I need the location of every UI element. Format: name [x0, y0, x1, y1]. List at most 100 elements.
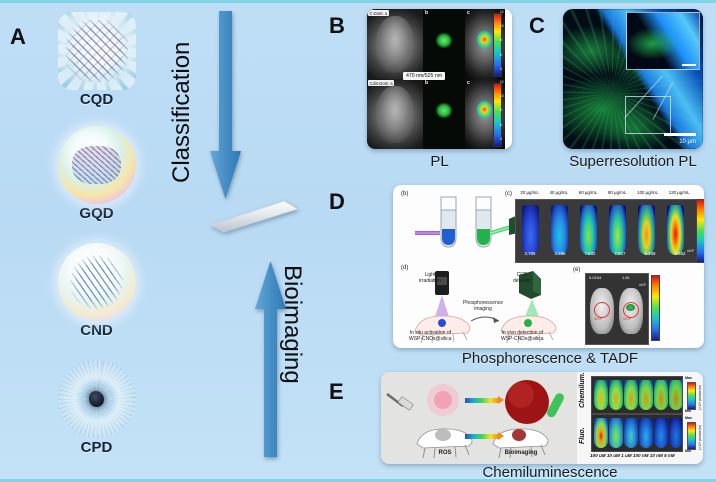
- panel-e-concentration-row: 100 uM 10 uM 1 uM 100 nM 10 nM 5 nM: [590, 453, 675, 458]
- concentration-label: 10 nM: [649, 453, 663, 458]
- panel-d-tube-heatmap: x10⁵: [515, 199, 697, 263]
- concentration-label: 100 nM: [632, 453, 649, 458]
- panel-e-letter: E: [329, 379, 344, 404]
- cqd-illustration: [57, 12, 136, 90]
- panel-d-concentration-row: 20 μg/mL 40 μg/mL 60 μg/mL 80 μg/mL 100 …: [515, 190, 695, 195]
- tube-heat: [667, 205, 684, 255]
- panel-b-pl-imaging: C-Dots: a b c 12 10 8 6 4 Cdis-Dots: a: [367, 9, 512, 149]
- cdots-tag: C-Dots: a: [368, 10, 389, 16]
- colorbar-min-bottom: Min: [685, 449, 692, 453]
- tube-fluo: [624, 418, 638, 448]
- tube-chemilum: [654, 380, 668, 410]
- tube-heat: [522, 205, 539, 255]
- tick: 10: [500, 24, 504, 29]
- in-vivo-scheme-illustration: [414, 271, 557, 344]
- tube-value: 9.259: [644, 251, 656, 256]
- tube-chemilum: [639, 380, 653, 410]
- ros-label: ROS: [438, 450, 452, 456]
- panel-d-letter: D: [329, 189, 345, 214]
- tube-chemilum: [624, 380, 638, 410]
- panel-e-colorbar-chemilum: [687, 382, 696, 410]
- vial-scheme-illustration: [415, 196, 518, 248]
- concentration-label: 40 μg/mL: [549, 190, 568, 195]
- bioimaging-scene-label: Bioimaging: [504, 450, 538, 456]
- in-vivo-line2: WSP-CNDs@silica: [501, 335, 544, 342]
- mouse-fluorescence-image: b: [423, 9, 465, 79]
- cdisdots-tag: Cdis-Dots: a: [368, 80, 395, 86]
- panel-d-colorbar-tubes: [696, 199, 704, 263]
- particle-label-cnd: CND: [80, 322, 113, 339]
- tube-value: 3.706: [524, 251, 536, 256]
- panel-d-colorbar-left-pair: [651, 275, 660, 341]
- tube-heat: [638, 205, 655, 255]
- tube-exponent: x10⁵: [687, 249, 694, 254]
- mouse-value-left-2: 1.81: [622, 275, 630, 280]
- roi-circle-right: [623, 302, 639, 318]
- panel-d-caption: Phosphorescence & TADF: [461, 350, 639, 367]
- in-vivo-line1: In vivo detection of: [501, 330, 544, 336]
- chemilum-row-label: Chemilum.: [579, 372, 586, 408]
- zoom-inset-image: [626, 12, 700, 70]
- light-irradiation-label: Light irradiation: [419, 272, 441, 285]
- panel-d-tube-values: 3.706 4.766 7.932 7.827 9.259 9.852: [515, 251, 695, 256]
- tick: 10: [500, 94, 504, 99]
- concentration-label: 10 uM: [606, 453, 620, 458]
- colorbar-min-top: Min: [685, 409, 692, 413]
- ros-bioimaging-illustration: [386, 380, 564, 459]
- colorbar-axis-bottom: (×10⁶ p/s/cm²/sr): [698, 424, 702, 450]
- panel-d-sub-b: (b): [401, 191, 409, 197]
- tube-value: 7.932: [584, 251, 596, 256]
- panel-d-sub-d: (d): [401, 265, 409, 271]
- fluo-row-label: Fluo.: [579, 427, 586, 444]
- tube-chemilum: [669, 380, 682, 410]
- tick: 4: [500, 136, 502, 141]
- tube-fluo: [654, 418, 668, 448]
- tube-chemilum: [594, 380, 608, 410]
- tick: 12: [500, 80, 504, 84]
- panel-e-caption: Chemiluminescence: [482, 464, 618, 481]
- tube-heat: [551, 205, 568, 255]
- particle-label-cpd: CPD: [80, 439, 113, 456]
- mouse-brightfield-image: C-Dots: a: [367, 9, 423, 79]
- colorbar-max-top: Max: [685, 376, 692, 380]
- colorbar-max-bottom: Max: [685, 416, 692, 420]
- particle-item-gqd: GQD: [0, 126, 193, 222]
- panel-b-sub-c: c: [467, 80, 470, 86]
- concentration-label: 5 nM: [664, 453, 675, 458]
- particle-label-cqd: CQD: [79, 91, 114, 108]
- ccd-line2: detector: [513, 277, 532, 284]
- mouse-exponent-left: x10⁵: [639, 283, 646, 287]
- tube-value: 7.827: [614, 251, 626, 256]
- excitation-emission-label: 470 nm/525 nm: [403, 72, 446, 80]
- gqd-illustration: [57, 126, 136, 204]
- ccd-line1: CCD: [516, 272, 528, 278]
- panel-b-colorbar-ticks-top: 12 10 8 6 4: [500, 10, 505, 71]
- panel-e-chemiluminescence: ROS Bioimaging Chemilum. Fluo.: [381, 372, 703, 464]
- transition-bar: [206, 199, 302, 233]
- concentration-label: 1 uM: [621, 453, 632, 458]
- panel-e-scheme: ROS Bioimaging: [381, 372, 577, 464]
- ccd-detector-label: CCD detector: [513, 272, 532, 285]
- in-vivo-detection-label: In vivo detection of WSP-CNDs@silica: [501, 330, 544, 343]
- cnd-illustration: [57, 243, 136, 321]
- chemilum-tube-rack: [591, 376, 683, 414]
- concentration-label: 100 uM: [590, 453, 606, 458]
- tick: 12: [500, 10, 504, 14]
- concentration-label: 100 μg/mL: [637, 190, 658, 195]
- classification-down-arrow: [210, 11, 241, 199]
- panel-b-letter: B: [329, 13, 345, 38]
- mouse-brightfield-image: Cdis-Dots: a: [367, 79, 423, 149]
- panel-d-sub-e: (e): [573, 267, 581, 273]
- panel-b-colorbar-ticks-bottom: 12 10 8 6 4: [500, 80, 505, 141]
- panel-d-sub-c: (c): [505, 191, 512, 197]
- panel-b-sub-b: b: [425, 80, 429, 86]
- light-irradiation-line1: Light: [424, 272, 436, 278]
- panel-c-superresolution: 10 μm: [563, 9, 703, 149]
- panel-b-caption: PL: [430, 153, 449, 170]
- panel-d-phosphorescence: (b) (c) 20 μg/mL 40 μg/mL 60 μg/mL 80 μg…: [393, 185, 704, 348]
- panel-c-letter: C: [529, 13, 545, 38]
- panel-b-colorbar-top: [493, 13, 502, 77]
- particle-item-cnd: CND: [0, 243, 193, 339]
- panel-b-sub-b: b: [425, 10, 429, 16]
